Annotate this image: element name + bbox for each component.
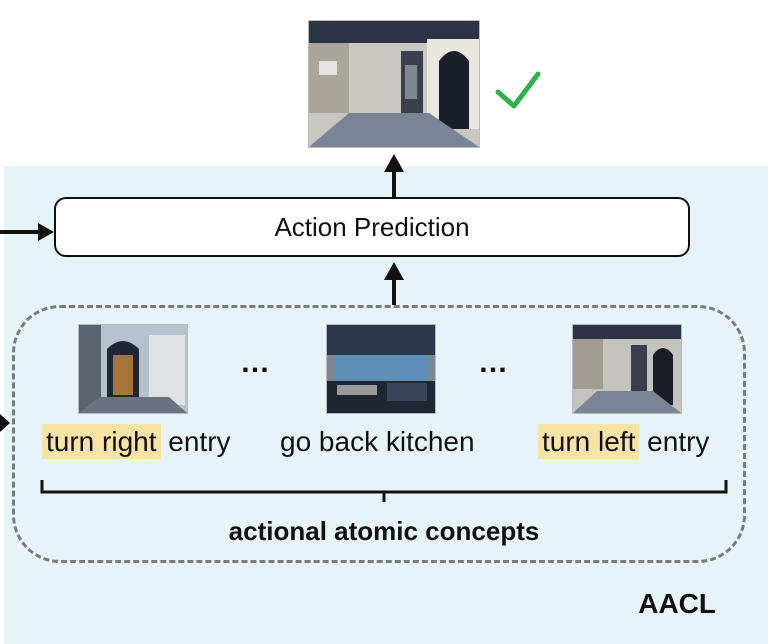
concept-label-go-back-kitchen: go back kitchen [280, 424, 475, 460]
concept-highlight: turn left [538, 424, 640, 459]
action-prediction-label: Action Prediction [274, 211, 470, 242]
panel-title: AACL [638, 588, 716, 619]
result-image [308, 20, 480, 148]
concept-image-turn-right [78, 324, 188, 414]
ellipsis-left: … [240, 346, 271, 379]
ellipsis-right: … [478, 346, 509, 379]
concept-label-turn-left: turn left entry [538, 424, 709, 460]
concept-rest: go back kitchen [280, 426, 475, 457]
concept-rest: entry [639, 426, 710, 457]
concept-image-kitchen [326, 324, 436, 414]
concept-rest: entry [160, 426, 231, 457]
concept-image-turn-left [572, 324, 682, 414]
concept-label-turn-right: turn right entry [42, 424, 231, 460]
concept-highlight: turn right [42, 424, 161, 459]
concepts-caption: actional atomic concepts [228, 516, 540, 546]
concepts-group [12, 305, 746, 563]
action-prediction-box: Action Prediction [54, 197, 690, 257]
